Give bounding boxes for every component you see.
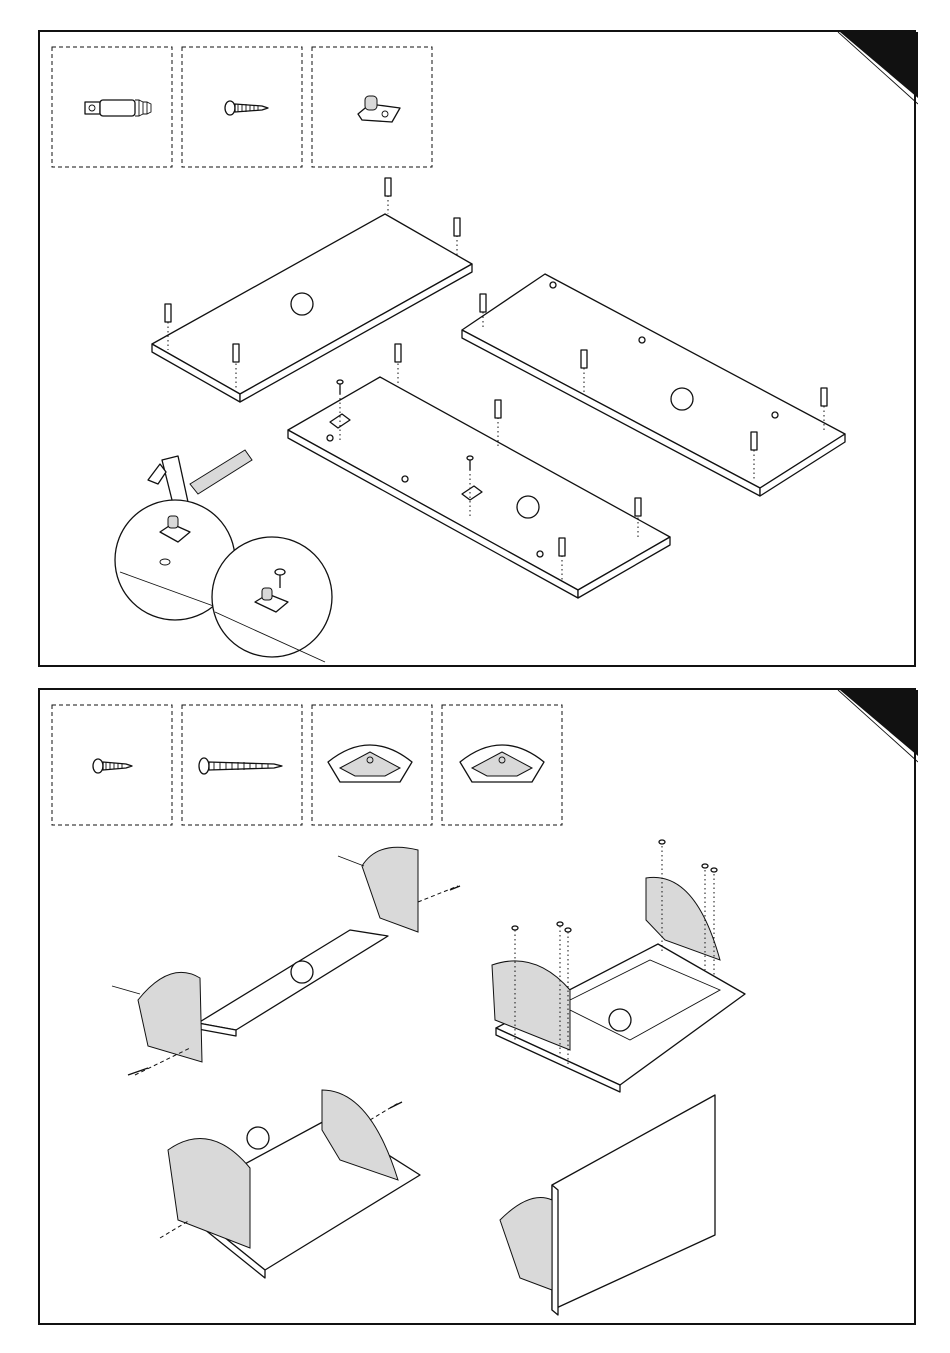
drawer-box-assembly — [492, 840, 745, 1092]
parts-box-short-screw — [52, 705, 172, 825]
panel-label-circle — [291, 293, 313, 315]
magnified-screw-detail — [212, 537, 332, 662]
step-2-panel — [38, 688, 916, 1325]
parts-box-cam-dowel — [52, 47, 172, 167]
exploded-side-assembly — [112, 847, 460, 1075]
panel-label-circle — [671, 388, 693, 410]
step-number-tab — [840, 690, 918, 756]
step-1-panel — [38, 30, 916, 667]
shelf-support-peg-icon — [358, 96, 400, 122]
long-screw-icon — [199, 758, 282, 774]
step-number-tab — [840, 32, 918, 98]
short-screw-icon — [225, 101, 268, 115]
step-2-drawing — [40, 690, 918, 1327]
parts-box-long-screw — [182, 705, 302, 825]
short-screw-icon — [93, 759, 132, 773]
parts-box-short-screw — [182, 47, 302, 167]
drawer-front-attached — [500, 1095, 715, 1315]
parts-box-right-bracket — [442, 705, 562, 825]
parts-box-shelf-peg — [312, 47, 432, 167]
left-drawer-bracket-icon — [328, 745, 412, 782]
drawer-box-front-view — [160, 1090, 420, 1278]
cam-dowel-icon — [85, 100, 151, 116]
right-drawer-bracket-icon — [460, 745, 544, 782]
left-bracket-part — [138, 972, 202, 1062]
parts-box-left-bracket — [312, 705, 432, 825]
board-a — [152, 178, 472, 402]
hammer-icon — [148, 450, 252, 508]
right-bracket-part — [362, 847, 418, 932]
step-1-drawing — [40, 32, 918, 669]
panel-label-circle — [517, 496, 539, 518]
